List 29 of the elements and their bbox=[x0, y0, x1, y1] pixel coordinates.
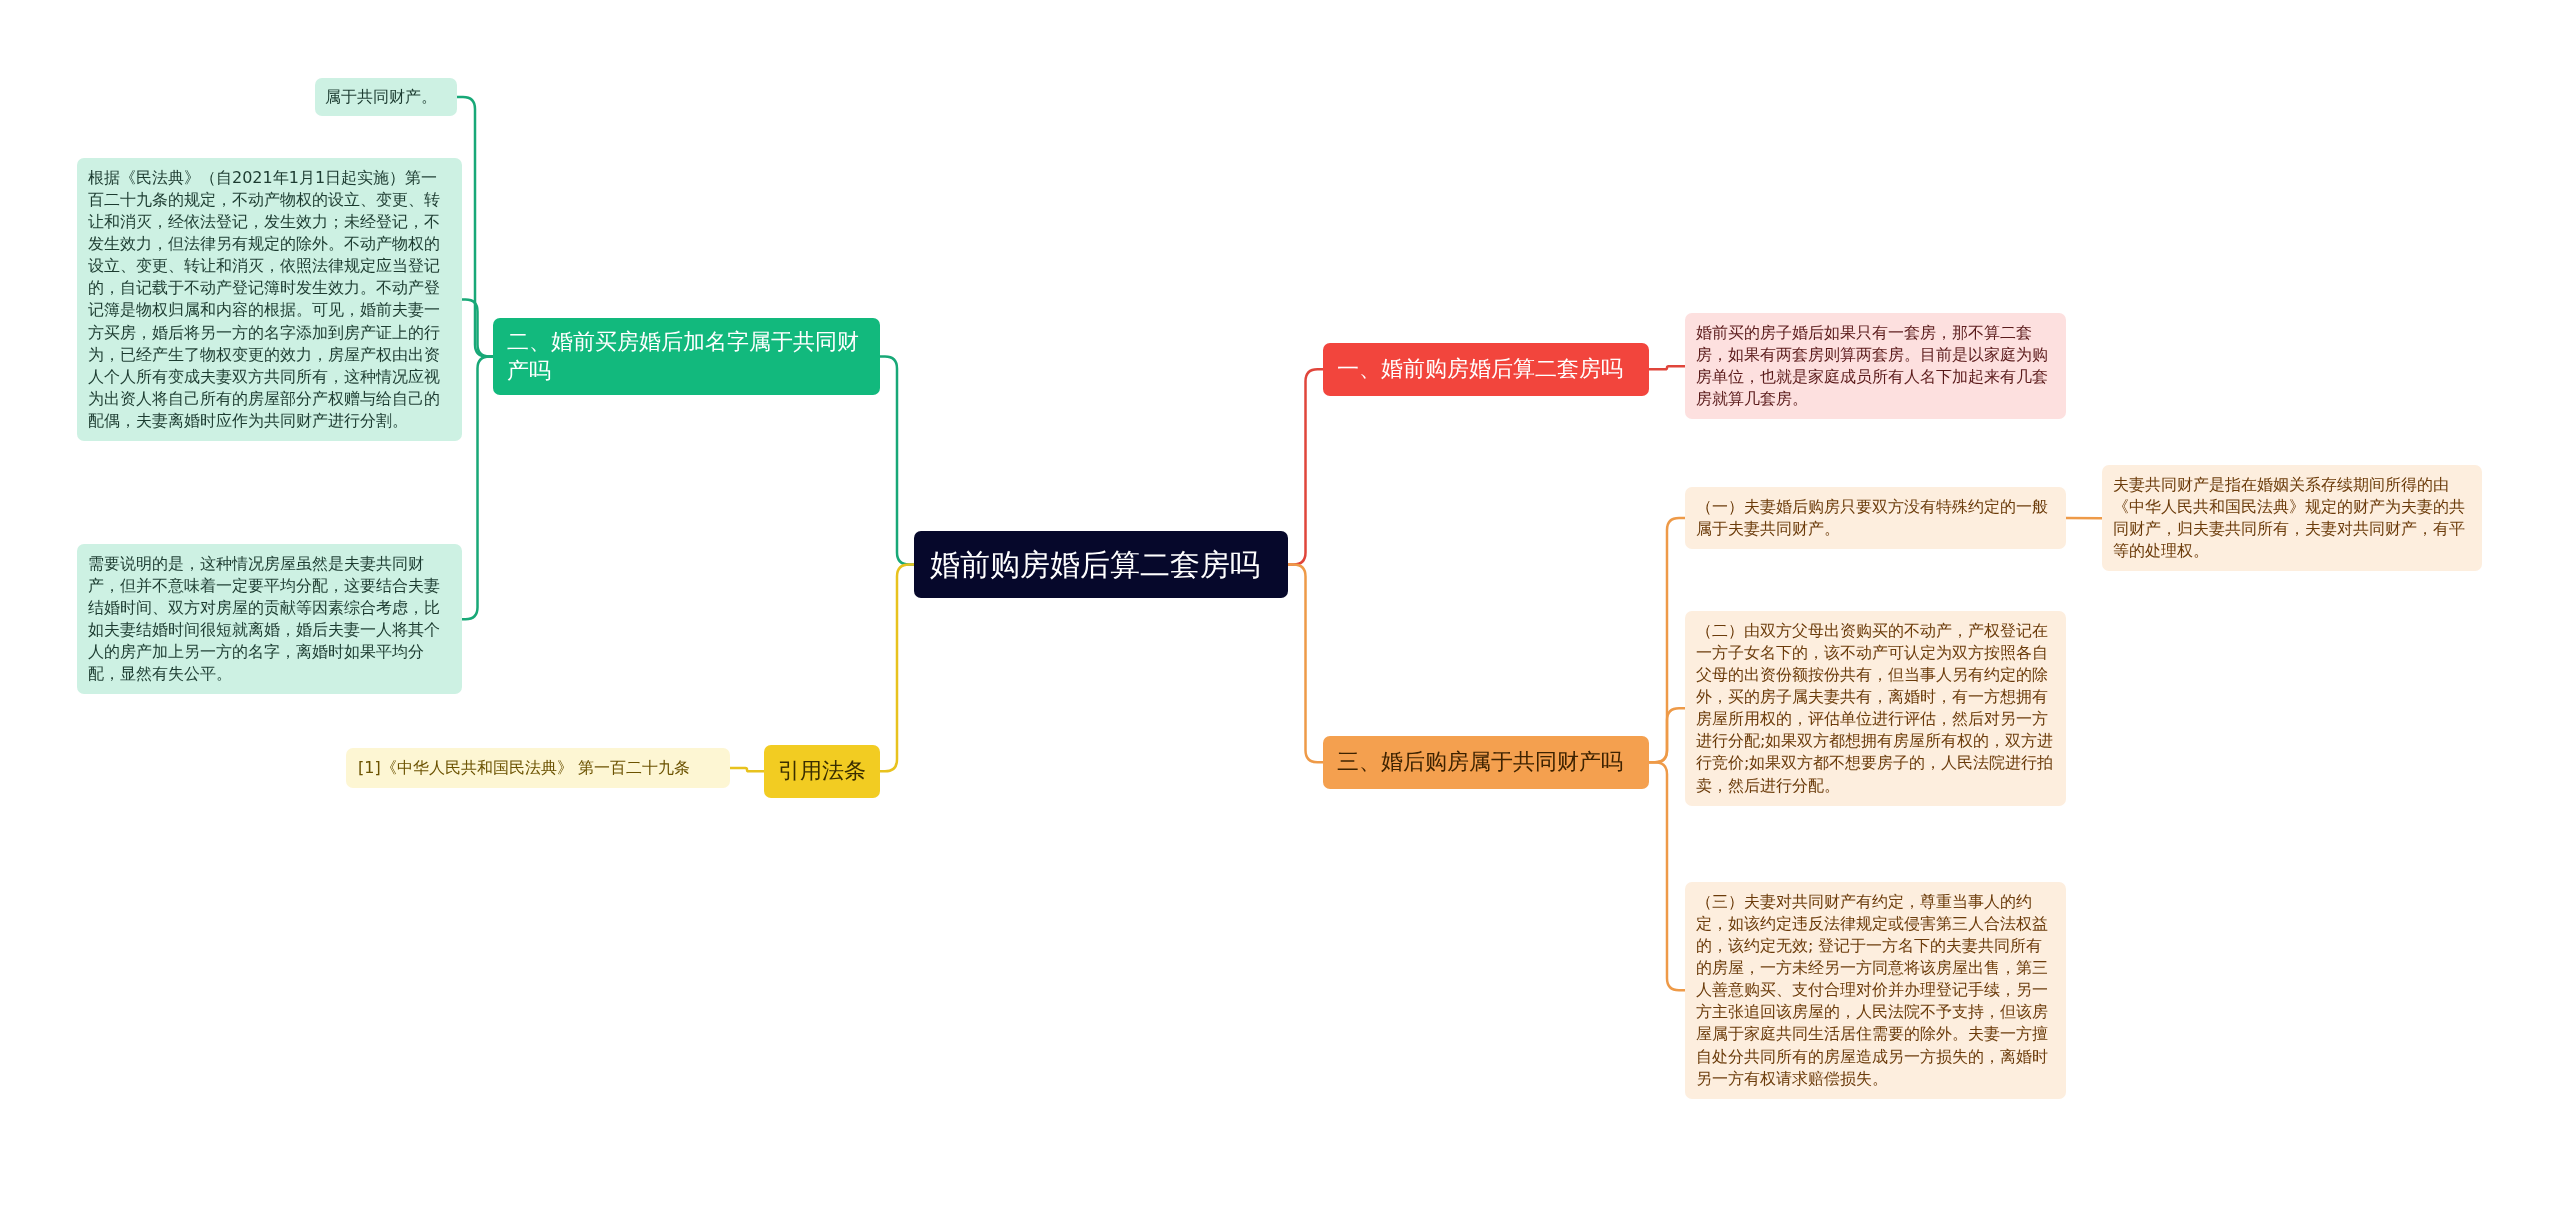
branch-topic-box bbox=[764, 745, 880, 798]
note-box bbox=[77, 544, 462, 695]
note-box bbox=[1685, 313, 2066, 420]
branch-topic-box bbox=[1323, 736, 1649, 789]
topic-text: 二、婚前买房婚后加名字属于共同财产吗 bbox=[507, 328, 860, 385]
topic-text: 引用法条 bbox=[778, 757, 866, 785]
topic-text: 婚前购房婚后算二套房吗 bbox=[930, 546, 1261, 584]
branch-topic-box bbox=[1323, 343, 1649, 396]
root-topic-box bbox=[914, 531, 1288, 598]
branch-topic-box bbox=[493, 318, 880, 396]
topic-text: （一）夫妻婚后购房只要双方没有特殊约定的一般属于夫妻共同财产。 bbox=[1696, 496, 2049, 541]
topic-text: 需要说明的是，这种情况房屋虽然是夫妻共同财产，但并不意味着一定要平均分配，这要结合夫妻结婚时间、双方对房屋的贡献等因素综合考虑，比如夫妻结婚时间很短就离婚，婚后夫妻一人将其个人的房产加上另一方的名字，离婚时如果平均分配，显然有失公平。 bbox=[88, 553, 441, 686]
note-box bbox=[2102, 465, 2482, 572]
topic-text: 夫妻共同财产是指在婚姻关系存续期间所得的由《中华人民共和国民法典》规定的财产为夫妻的共同财产，归夫妻共同所有，夫妻对共同财产，有平等的处理权。 bbox=[2113, 474, 2466, 563]
topic-text: 婚前买的房子婚后如果只有一套房，那不算二套房，如果有两套房则算两套房。目前是以家庭为购房单位，也就是家庭成员所有人名下加起来有几套房就算几套房。 bbox=[1696, 322, 2049, 411]
topic-text: 一、婚前购房婚后算二套房吗 bbox=[1337, 355, 1624, 383]
topic-text: （三）夫妻对共同财产有约定，尊重当事人的约定，如该约定违反法律规定或侵害第三人合法权益的，该约定无效; 登记于一方名下的夫妻共同所有的房屋，一方未经另一方同意将该房屋出售，第三人善意购买、支付合理对价并办理登记手续，另一方主张追回该房屋的，人民法院不予支持，但该房屋属于家庭共同生活居住需要的除外。夫妻一方擅自处分共同所有的房屋造成另一方损失的，离婚时另一方有权请求赔偿损失。 bbox=[1696, 891, 2049, 1090]
topic-text: 属于共同财产。 bbox=[325, 86, 438, 108]
topic-text: （二）由双方父母出资购买的不动产，产权登记在一方子女名下的，该不动产可认定为双方按照各自父母的出资份额按份共有，但当事人另有约定的除外，买的房子属夫妻共有，离婚时，有一方想拥有房屋所用权的，评估单位进行评估，然后对另一方进行分配;如果双方都想拥有房屋所有权的，双方进行竞价;如果双方都不想要房子的，人民法院进行拍卖，然后进行分配。 bbox=[1696, 620, 2055, 797]
connector-line bbox=[1649, 364, 1685, 371]
topic-text: 三、婚后购房属于共同财产吗 bbox=[1337, 748, 1624, 776]
note-box bbox=[1685, 487, 2066, 550]
note-box bbox=[346, 748, 730, 789]
topic-text: 根据《民法典》（自2021年1月1日起实施）第一百二十九条的规定，不动产物权的设立、变更、转让和消灭，经依法登记，发生效力；未经登记，不发生效力，但法律另有规定的除外。不动产物权的设立、变更、转让和消灭，依照法律规定应当登记的，自记载于不动产登记簿时发生效力。不动产登记簿是物权归属和内容的根据。可见，婚前夫妻一方买房，婚后将另一方的名字添加到房产证上的行为，已经产生了物权变更的效力，房屋产权由出资人个人所有变成夫妻双方共同所有，这种情况应视为出资人将自己所有的房屋部分产权赠与给自己的配偶，夫妻离婚时应作为共同财产进行分割。 bbox=[88, 167, 441, 432]
note-box bbox=[315, 78, 457, 117]
connector-line bbox=[2066, 516, 2102, 520]
note-box bbox=[1685, 882, 2066, 1099]
connector-line bbox=[730, 766, 764, 773]
topic-text: [1]《中华人民共和国民法典》 第一百二十九条 bbox=[358, 757, 691, 779]
